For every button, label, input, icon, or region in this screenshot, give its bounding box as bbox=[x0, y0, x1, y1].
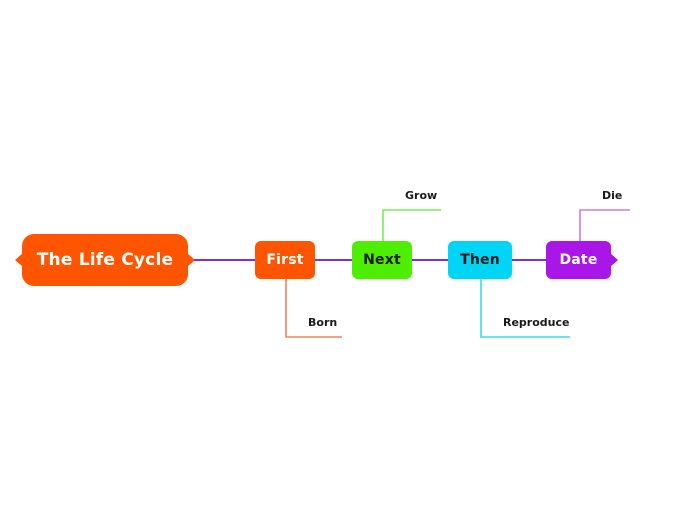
mindmap-node-next[interactable]: Next bbox=[352, 241, 412, 279]
node-first-label: First bbox=[266, 252, 304, 268]
mindmap-node-first[interactable]: First bbox=[255, 241, 315, 279]
mindmap-node-then[interactable]: Then bbox=[448, 241, 512, 279]
node-then-label: Then bbox=[460, 252, 500, 268]
mindmap-root-node[interactable]: The Life Cycle bbox=[15, 234, 195, 286]
root-node-left-notch bbox=[15, 253, 23, 267]
root-node-right-notch bbox=[187, 253, 195, 267]
branch-label-reproduce[interactable]: Reproduce bbox=[503, 316, 570, 329]
branch-label-born[interactable]: Born bbox=[308, 316, 338, 329]
mindmap-node-date[interactable]: Date bbox=[546, 241, 618, 279]
connector-branch-grow bbox=[382, 209, 441, 241]
connector-branch-die bbox=[579, 209, 630, 241]
branch-label-grow[interactable]: Grow bbox=[405, 189, 438, 202]
root-node-label: The Life Cycle bbox=[36, 249, 174, 270]
date-node-right-notch bbox=[610, 253, 618, 267]
branch-label-die[interactable]: Die bbox=[602, 189, 623, 202]
node-date-label: Date bbox=[559, 252, 598, 268]
node-next-label: Next bbox=[363, 252, 401, 268]
